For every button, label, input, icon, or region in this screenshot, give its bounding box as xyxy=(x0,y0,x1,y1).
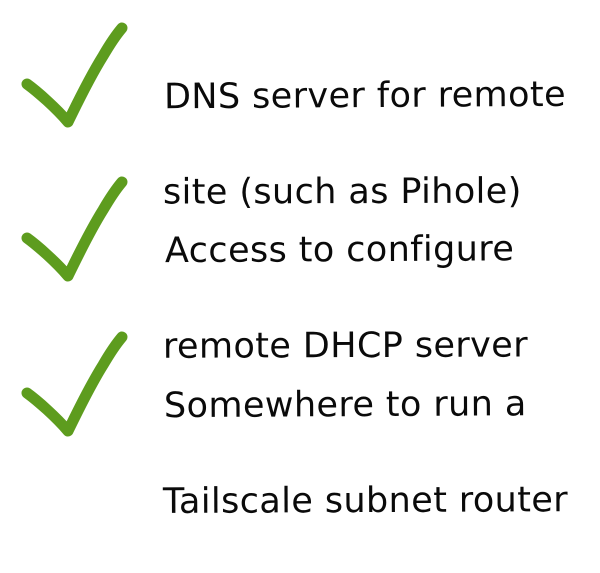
checklist-item: Access to configure remote DHCP server xyxy=(0,172,600,367)
check-mark-icon xyxy=(18,327,130,445)
checklist-item-line: DNS server for remote xyxy=(163,74,567,118)
checklist-item-line: Tailscale subnet router xyxy=(162,480,569,522)
checklist-item-text: Somewhere to run a Tailscale subnet rout… xyxy=(163,333,591,573)
checklist-item-line: Somewhere to run a xyxy=(163,384,527,427)
checklist-container: DNS server for remote site (such as Piho… xyxy=(0,18,600,522)
checklist-item: Somewhere to run a Tailscale subnet rout… xyxy=(0,327,600,522)
check-mark-icon xyxy=(18,18,130,136)
checklist-item-line: Access to configure xyxy=(164,229,515,272)
check-mark-icon xyxy=(18,172,130,290)
checklist-item: DNS server for remote site (such as Piho… xyxy=(0,18,600,213)
